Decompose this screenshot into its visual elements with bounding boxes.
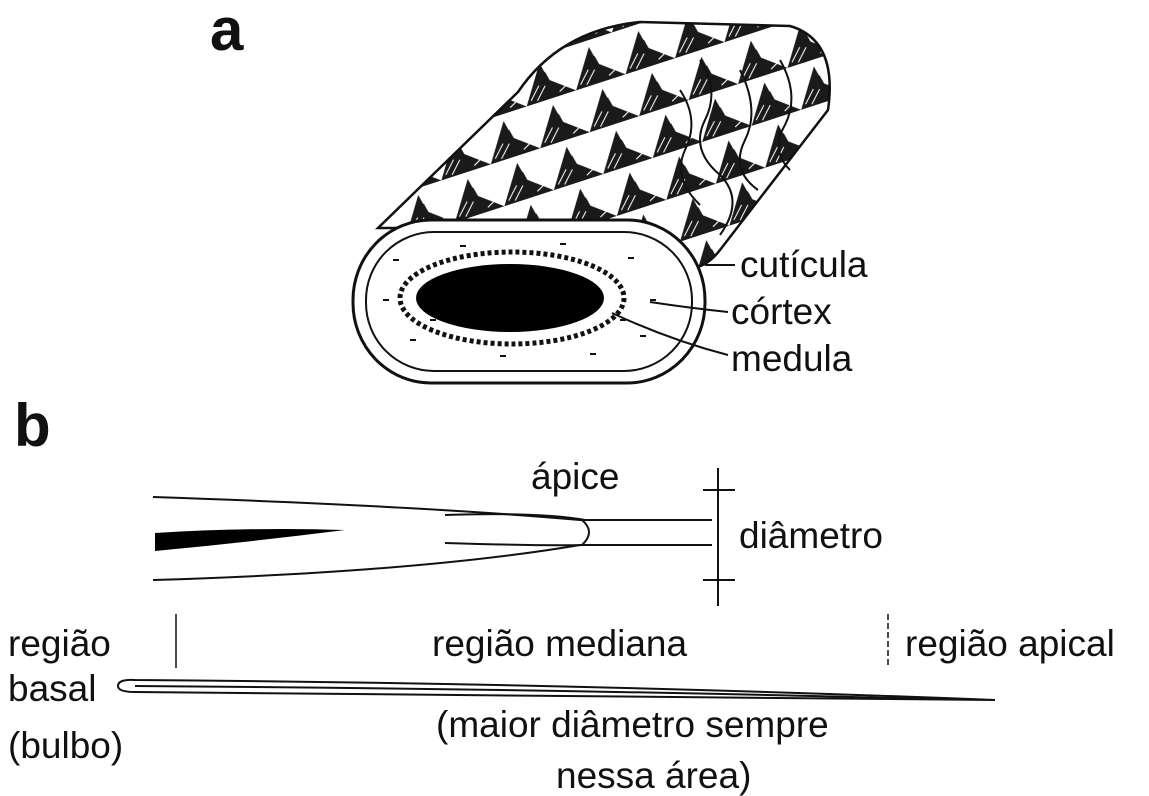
tip-inner-bottom: [445, 543, 585, 545]
medulla-core: [416, 264, 604, 332]
regiao-basal-line2: basal: [8, 670, 96, 707]
medulla-streak: [155, 529, 345, 551]
apice-label: ápice: [531, 458, 619, 495]
nota-diametro-line2: nessa área): [556, 757, 751, 794]
panel-b-letter: b: [14, 396, 51, 456]
medula-label: medula: [731, 340, 852, 377]
diametro-label: diâmetro: [739, 517, 883, 554]
nota-diametro-line1: (maior diâmetro sempre: [436, 706, 829, 743]
panel-a-letter: a: [210, 0, 243, 60]
regiao-apical-label: região apical: [905, 625, 1115, 662]
tip-outline-top: [153, 497, 712, 520]
regiao-mediana-label: região mediana: [432, 625, 687, 662]
cuticula-label: cutícula: [740, 246, 868, 283]
regiao-basal-line1: região: [8, 625, 111, 662]
tip-rounded-end: [582, 520, 589, 545]
regiao-basal-line3: (bulbo): [8, 727, 123, 764]
tip-outline-bottom: [153, 545, 712, 580]
cortex-label: córtex: [731, 293, 832, 330]
hair-tip-detail: [153, 468, 735, 606]
